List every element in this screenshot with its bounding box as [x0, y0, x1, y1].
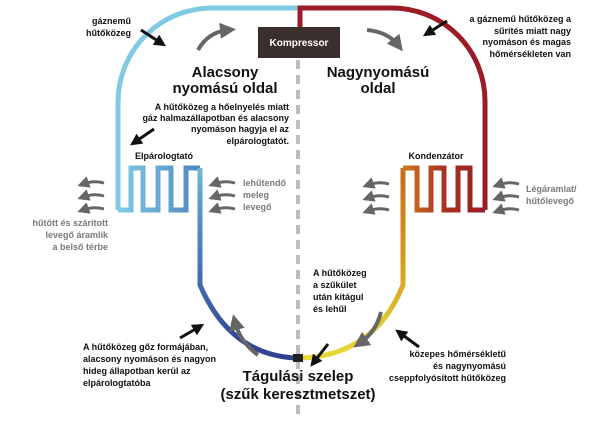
air-arrow-icon	[208, 189, 236, 201]
valve-label: Tágulási szelep(szűk keresztmetszet)	[220, 368, 375, 403]
note-airflow: Légáramlat/hűtőlevegő	[526, 184, 577, 206]
low-pressure-pipe	[115, 5, 298, 210]
air-arrow-icon	[492, 203, 520, 215]
air-arrow-icon	[77, 202, 105, 214]
pointer-arrow-icon	[310, 343, 330, 367]
pointer-arrow-icon	[422, 19, 448, 37]
evaporator-label: Elpárologtató	[135, 151, 194, 161]
air-arrow-icon	[208, 202, 236, 214]
expansion-valve	[293, 354, 303, 362]
note-vapor-enters: A hűtőközeg gőz formájában,alacsony nyom…	[83, 342, 216, 388]
flow-arrow-icon	[229, 314, 260, 357]
pointer-arrow-icon	[395, 329, 420, 349]
air-arrow-icon	[492, 190, 520, 202]
pointer-arrow-icon	[179, 323, 205, 340]
pointer-arrow-icon	[130, 127, 155, 146]
air-arrow-icon	[77, 176, 105, 188]
air-arrow-icon	[492, 177, 520, 189]
pointer-arrow-icon	[140, 28, 167, 47]
air-arrow-icon	[362, 190, 390, 202]
air-arrow-icon	[362, 203, 390, 215]
air-arrows	[77, 176, 520, 215]
high-pressure-pipe	[297, 5, 488, 210]
flow-arrow-icon	[353, 311, 383, 348]
evaporator-coil	[118, 165, 200, 213]
air-arrow-icon	[362, 177, 390, 189]
condenser-coil	[403, 165, 485, 213]
condenser-label: Kondenzátor	[409, 151, 464, 161]
evaporator-inlet-pipe	[197, 168, 297, 361]
air-arrow-icon	[77, 189, 105, 201]
svg-text:Kompressor: Kompressor	[270, 38, 329, 49]
flow-arrow-icon	[366, 28, 403, 52]
flow-arrow-icon	[196, 22, 236, 52]
compressor: Kompressor	[258, 27, 340, 58]
air-arrow-icon	[208, 176, 236, 188]
